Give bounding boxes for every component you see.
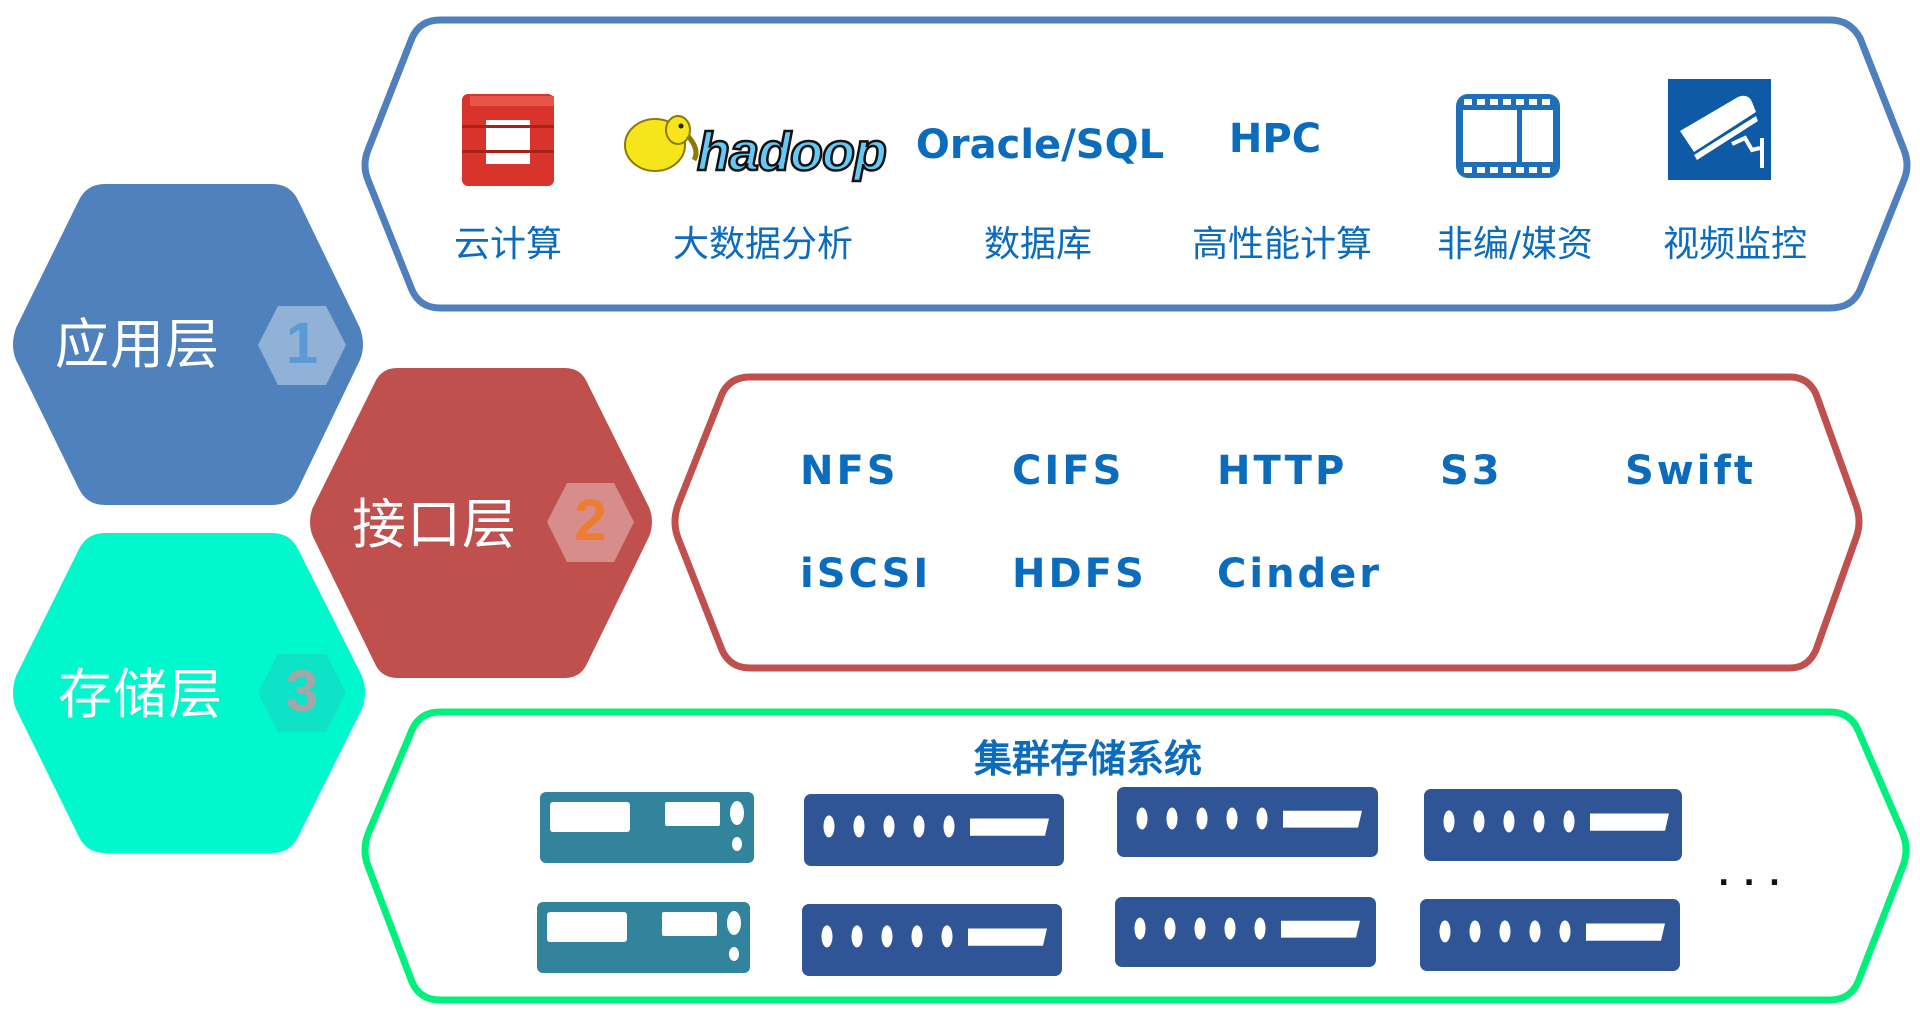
interface-layer-hexagon[interactable] [300, 358, 662, 688]
more-servers-ellipsis: ... [1718, 858, 1795, 893]
layer-1-badge [258, 306, 346, 385]
hadoop-elephant-logo-icon [624, 115, 699, 172]
server-blue [1115, 897, 1376, 967]
layer-label-storage: 存储层 [58, 663, 223, 726]
app-item-video-label: 视频监控 [1662, 224, 1808, 265]
app-item-database-label: 数据库 [983, 224, 1093, 265]
layer-2-badge [547, 483, 634, 562]
app-item-database-title: Oracle/SQL [915, 122, 1165, 168]
layer-label-application: 应用层 [55, 313, 220, 376]
protocol-cinder: Cinder [1217, 551, 1383, 597]
protocol-nfs: NFS [800, 448, 899, 494]
protocol-iscsi: iSCSI [800, 551, 932, 597]
storage-layer-hexagon[interactable] [13, 533, 365, 853]
app-item-hpc-title: HPC [1228, 116, 1322, 162]
app-item-media-label: 非编/媒资 [1436, 224, 1594, 265]
protocol-hdfs: HDFS [1012, 551, 1147, 597]
layer-3-badge [258, 654, 346, 732]
app-item-bigdata-label: 大数据分析 [672, 224, 854, 265]
server-grid [537, 787, 1682, 976]
layer-number-1: 1 [285, 311, 319, 376]
server-teal [537, 902, 750, 973]
interface-panel-outline [671, 373, 1863, 672]
server-blue [1117, 787, 1378, 857]
film-strip-icon [1456, 94, 1560, 178]
layer-number-3: 3 [285, 659, 319, 724]
application-layer-hexagon[interactable] [13, 184, 363, 505]
server-blue [802, 904, 1062, 976]
hadoop-wordmark: hadoop [697, 122, 886, 182]
protocol-swift: Swift [1625, 448, 1756, 494]
server-blue [804, 794, 1064, 866]
surveillance-camera-icon [1668, 79, 1771, 180]
server-teal [540, 792, 754, 863]
layer-number-2: 2 [574, 488, 607, 553]
application-panel-outline [361, 16, 1911, 312]
openstack-logo-icon [462, 94, 554, 186]
layer-label-interface: 接口层 [352, 493, 517, 556]
server-blue [1420, 899, 1680, 971]
storage-system-title: 集群存储系统 [973, 737, 1203, 781]
protocol-http: HTTP [1217, 448, 1348, 494]
protocol-cifs: CIFS [1012, 448, 1125, 494]
app-item-hpc-label: 高性能计算 [1191, 224, 1373, 265]
app-item-cloud-label: 云计算 [453, 224, 563, 265]
protocol-s3: S3 [1440, 448, 1503, 494]
server-blue [1424, 789, 1682, 861]
